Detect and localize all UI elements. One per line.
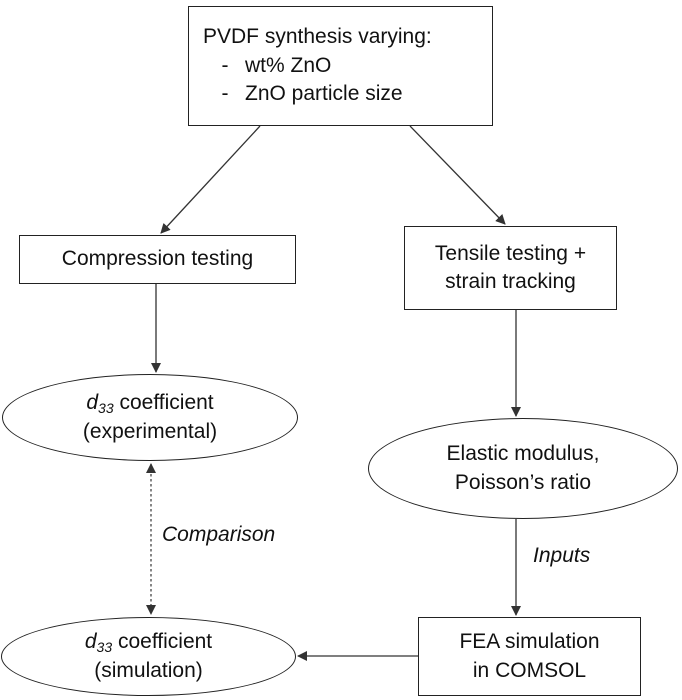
d33-subscript: 33: [96, 639, 113, 656]
bullet-dash: -: [221, 53, 229, 77]
bullet-text: ZnO particle size: [245, 82, 403, 106]
elastic-line-2: Poisson’s ratio: [454, 470, 592, 494]
arrow-synthesis-to-compression: [160, 125, 261, 234]
comparison-label: Comparison: [162, 523, 276, 546]
d33-experimental-line-1: d33 coefficient: [86, 389, 213, 417]
d33-subscript: 33: [98, 400, 114, 417]
d33-simulation-line-2: (simulation): [94, 658, 203, 682]
d33-simulation-line-1: d33 coefficient: [85, 628, 212, 656]
bullet-text: wt% ZnO: [245, 53, 332, 77]
inputs-label: Inputs: [533, 544, 591, 567]
compression-testing-box: Compression testing: [19, 235, 296, 284]
fea-line-1: FEA simulation: [459, 630, 600, 654]
elastic-modulus-ellipse: Elastic modulus, Poisson’s ratio: [368, 418, 678, 519]
compression-testing-label: Compression testing: [61, 247, 254, 271]
fea-line-2: in COMSOL: [472, 658, 587, 682]
d33-suffix: coefficient: [112, 630, 213, 654]
synthesis-bullet-wt-zno: - wt% ZnO: [203, 52, 332, 80]
bullet-dash: -: [221, 82, 229, 106]
d33-experimental-line-2: (experimental): [82, 419, 218, 443]
synthesis-title: PVDF synthesis varying:: [203, 25, 432, 49]
d33-suffix: coefficient: [113, 391, 214, 415]
tensile-testing-line-1: Tensile testing +: [434, 241, 587, 265]
d33-symbol: d: [86, 391, 99, 415]
elastic-line-1: Elastic modulus,: [446, 442, 600, 466]
tensile-testing-box: Tensile testing + strain tracking: [404, 226, 617, 310]
arrow-synthesis-to-tensile: [409, 125, 506, 225]
tensile-testing-line-2: strain tracking: [445, 270, 576, 293]
d33-simulation-ellipse: d33 coefficient (simulation): [1, 617, 296, 696]
synthesis-box: PVDF synthesis varying: - wt% ZnO - ZnO …: [188, 6, 493, 126]
synthesis-bullet-particle-size: - ZnO particle size: [203, 80, 403, 108]
d33-experimental-ellipse: d33 coefficient (experimental): [2, 374, 298, 461]
fea-simulation-box: FEA simulation in COMSOL: [418, 617, 641, 696]
d33-symbol: d: [84, 630, 97, 654]
